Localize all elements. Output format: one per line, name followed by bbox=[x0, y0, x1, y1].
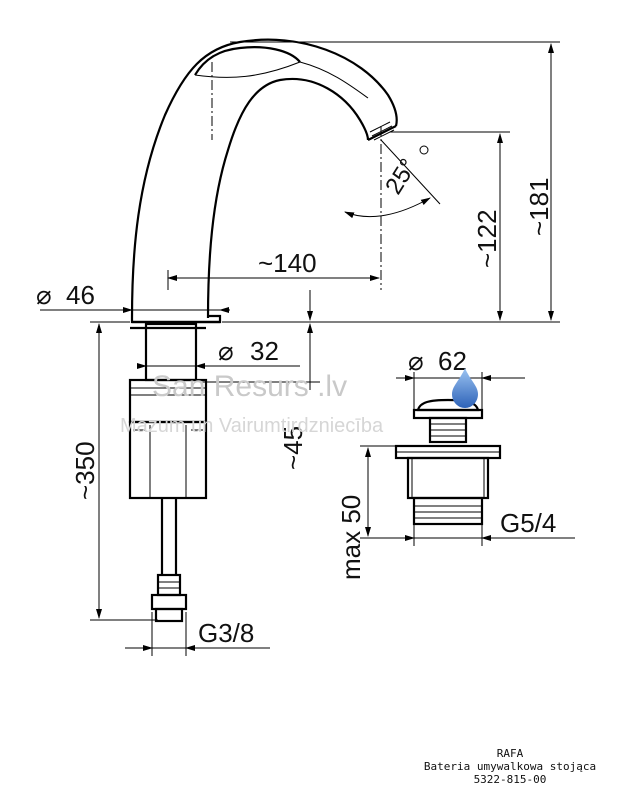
faucet-shank bbox=[128, 322, 208, 623]
waste-assembly bbox=[394, 398, 502, 526]
dim-hose-thread: G3/8 bbox=[198, 618, 254, 648]
title-description: Bateria umywalkowa stojąca bbox=[423, 760, 597, 773]
watermark-brand: San Resurs .lv bbox=[152, 370, 347, 403]
dim-base-diameter: 46 bbox=[66, 280, 95, 310]
dim-waste-thread: G5/4 bbox=[500, 508, 556, 538]
water-drop-icon bbox=[452, 368, 478, 408]
dim-waste-max-height: max 50 bbox=[336, 495, 366, 580]
title-block: RAFA Bateria umywalkowa stojąca 5322-815… bbox=[390, 747, 630, 786]
dim-height-total: ~181 bbox=[524, 177, 554, 236]
title-model: RAFA bbox=[496, 747, 524, 760]
dim-height-below-deck: ~45 bbox=[278, 426, 308, 470]
title-code: 5322-815-00 bbox=[473, 773, 547, 786]
dim-shank-diameter: 32 bbox=[250, 336, 279, 366]
dim-shank-diameter-symbol: ⌀ bbox=[218, 336, 234, 366]
dim-height-outlet: ~122 bbox=[472, 209, 502, 268]
dim-base-diameter-symbol: ⌀ bbox=[36, 280, 52, 310]
dim-hose-length: ~350 bbox=[70, 441, 100, 500]
dim-waste-diameter-symbol: ⌀ bbox=[408, 346, 424, 376]
dim-reach: ~140 bbox=[258, 248, 317, 278]
watermark: San Resurs .lv Mazum un Vairumtirdzniecī… bbox=[120, 368, 478, 437]
watermark-tagline: Mazum un Vairumtirdzniecība bbox=[120, 415, 384, 437]
dim-aerator-angle: 25° bbox=[380, 154, 422, 199]
dim-waste-diameter: 62 bbox=[438, 346, 467, 376]
dimension-lines bbox=[40, 41, 575, 656]
faucet-body bbox=[130, 38, 398, 324]
